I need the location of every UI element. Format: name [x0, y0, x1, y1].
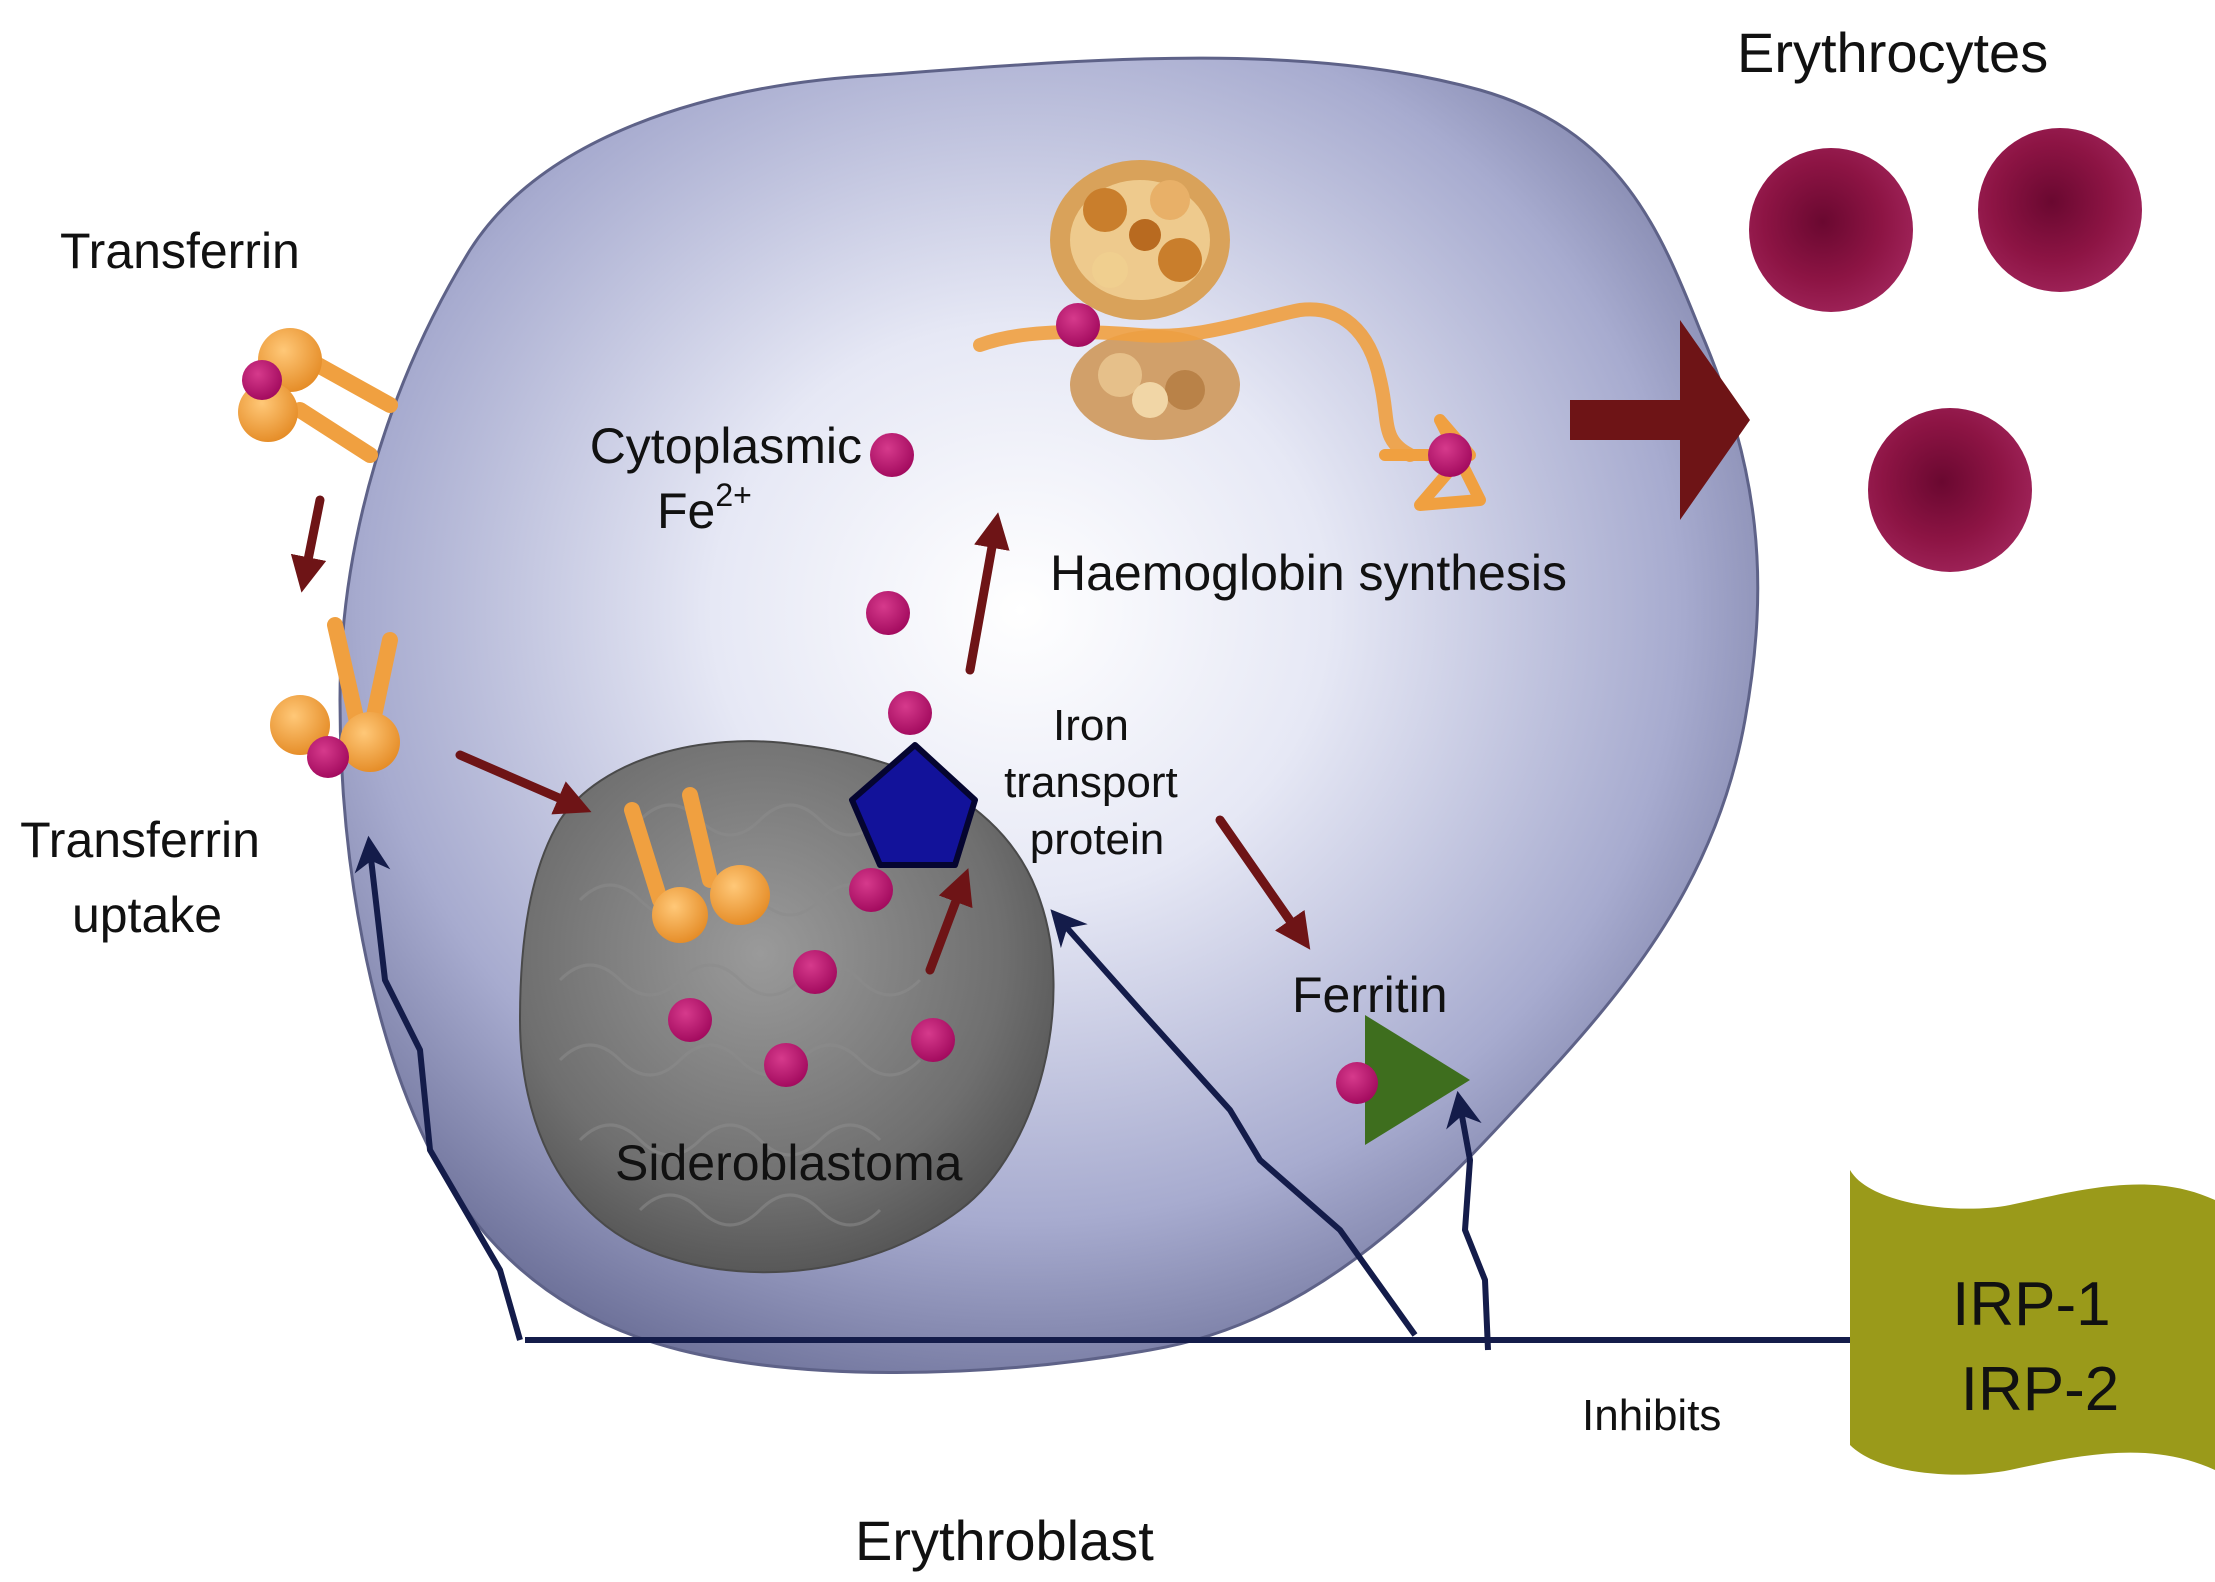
blue-pentagon-icon: [849, 742, 978, 868]
haemoglobin-synthesis-label: Haemoglobin synthesis: [1050, 545, 1567, 601]
protein-cluster-icon: [1050, 160, 1240, 440]
inhibits-label: Inhibits: [1582, 1391, 1721, 1440]
magenta-dot-icon: [764, 1043, 808, 1087]
magenta-dot-icon: [307, 736, 349, 778]
erythroblast-label: Erythroblast: [855, 1509, 1154, 1572]
sideroblastoma-nucleus: [518, 740, 1055, 1274]
transferrin-label: Transferrin: [60, 223, 300, 279]
irp-label: IRP-1 IRP-2: [1952, 1270, 2128, 1424]
magenta-dot-icon: [1056, 303, 1100, 347]
ferritin-label: Ferritin: [1292, 967, 1448, 1023]
inhibition-paths: [354, 835, 1850, 1351]
iron-ions: [242, 303, 1472, 1104]
erythrocyte: [1749, 148, 1913, 312]
erythrocyte: [1868, 408, 2032, 572]
erythrocytes-label: Erythrocytes: [1737, 21, 2048, 84]
orange-dumbbell-icon: [624, 787, 770, 943]
magenta-dot-icon: [668, 998, 712, 1042]
magenta-dot-icon: [870, 433, 914, 477]
fe2-label: Fe2+: [657, 477, 752, 539]
magenta-dot-icon: [242, 360, 282, 400]
orange-dumbbell-icon: [270, 617, 400, 772]
inhibition-to-transferrin-uptake: [354, 835, 523, 1341]
release-arrow: [1570, 320, 1750, 520]
magenta-dot-icon: [911, 1018, 955, 1062]
inhibition-to-iron-transport: [1050, 909, 1418, 1337]
transferrin-uptake-label: Transferrin uptake: [20, 812, 274, 943]
erythrocytes-group: [1749, 128, 2142, 572]
magenta-dot-icon: [793, 950, 837, 994]
magenta-dot-icon: [888, 691, 932, 735]
magenta-dot-icon: [1428, 433, 1472, 477]
cytoplasmic-fe-label: Cytoplasmic: [590, 418, 862, 474]
erythrocyte: [1978, 128, 2142, 292]
inhibition-to-ferritin: [1446, 1090, 1491, 1351]
nucleus-texture: [558, 803, 922, 1227]
green-triangle-icon: [1365, 1015, 1470, 1145]
magenta-dot-icon: [1336, 1062, 1378, 1104]
erythroblast-cell: [338, 56, 1760, 1374]
wavy-banner-icon: [1850, 1170, 2215, 1475]
magenta-dot-icon: [866, 591, 910, 635]
sideroblastoma-label: Sideroblastoma: [615, 1135, 963, 1191]
magenta-dot-icon: [849, 868, 893, 912]
iron-transport-protein-label: Iron transport protein: [1004, 701, 1190, 864]
pathway-arrows: [290, 495, 1311, 975]
